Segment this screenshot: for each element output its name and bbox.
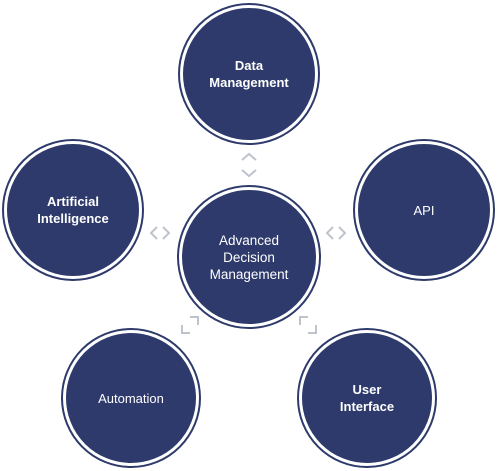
center-node-advanced-decision-management: Advanced Decision Management	[179, 187, 319, 327]
node-artificial-intelligence-label: Artificial Intelligence	[37, 194, 109, 226]
node-api-label: API	[413, 202, 435, 218]
node-automation-label: Automation	[98, 390, 164, 406]
node-automation: Automation	[63, 330, 199, 466]
node-artificial-intelligence: Artificial Intelligence	[4, 141, 142, 279]
node-api: API	[355, 141, 493, 279]
connector-bottom-left-arrow-icon	[181, 316, 199, 334]
center-node-label: Advanced Decision Management	[209, 232, 289, 282]
connector-right-arrow-icon	[325, 226, 347, 240]
node-user-interface-label: User Interface	[339, 382, 395, 414]
node-data-management: Data Management	[180, 5, 318, 143]
connector-left-arrow-icon	[149, 226, 171, 240]
connector-top-arrow-icon	[241, 152, 257, 178]
node-data-management-label: Data Management	[209, 58, 289, 90]
connector-bottom-right-arrow-icon	[299, 316, 317, 334]
node-user-interface: User Interface	[299, 330, 435, 466]
